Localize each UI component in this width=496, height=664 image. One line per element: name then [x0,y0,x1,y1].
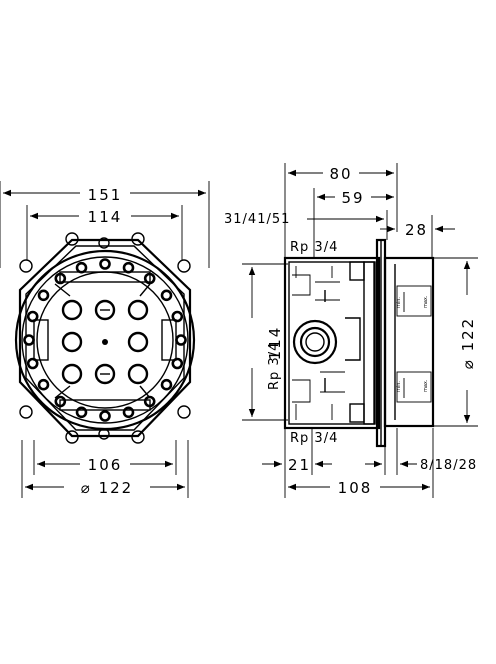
thread-top-label: Rp 3/4 [290,240,338,255]
bolt-hole [171,357,184,370]
dimension-dia-122-vertical: ⌀ 122 [433,257,478,427]
bolt-hole [26,357,39,370]
dimension-8-18-28: 8/18/28 [365,428,477,475]
dimension-151: 151 [0,181,210,268]
dim-21-label: 21 [288,456,311,474]
dim-28-label: 28 [405,221,428,239]
dimension-21: 21 [262,428,332,498]
bolt-hole [160,378,173,391]
bolt-hole [75,261,88,274]
dim-59-label: 59 [341,189,364,207]
side-brackets [33,271,177,411]
bolt-hole [171,310,184,323]
bolt-hole [122,406,135,419]
dim-dia-122-label: ⌀ 122 [81,479,133,497]
dim-dia-122-vertical-label: ⌀ 122 [459,317,477,369]
dimension-108: 108 [288,428,434,498]
bolt-hole [122,261,135,274]
dimension-106: 106 [33,440,177,475]
dim-31-41-51-label: 31/41/51 [224,212,290,227]
side-view: 80 59 31/41/51 28 [224,163,478,498]
bolt-hole [26,310,39,323]
min-bottom-label: min. [396,381,402,392]
dimension-80: 80 [284,163,398,258]
dimension-59: 59 [313,187,394,258]
dim-108-label: 108 [338,479,373,497]
front-view: 151 114 [0,181,210,498]
bolt-hole [99,258,111,270]
bolt-hole [75,406,88,419]
octagon-housing [18,232,192,444]
max-top-label: max. [423,295,429,308]
dim-80-label: 80 [329,165,352,183]
min-top-label: min. [396,297,402,308]
thread-mid-label: Rp 3/4 [267,342,282,390]
bolt-hole [99,410,111,422]
port-holes [61,299,149,385]
dim-106-label: 106 [88,456,123,474]
bolt-hole [23,334,35,346]
valve-body: min. max. min. max. [283,238,435,448]
dim-151-label: 151 [88,186,123,204]
bolt-hole [175,334,187,346]
dim-8-18-28-label: 8/18/28 [420,458,477,473]
dimension-28: 28 [380,215,455,258]
bolt-hole [160,289,173,302]
max-bottom-label: max. [423,379,429,392]
dim-114-label: 114 [88,208,123,226]
dimension-114-vertical: 114 [242,263,288,421]
bolt-hole [37,378,50,391]
dimension-31-41-51: 31/41/51 [224,210,388,240]
thread-bottom-label: Rp 3/4 [290,431,338,446]
bolt-hole [37,289,50,302]
dimension-dia-122: ⌀ 122 [21,440,189,498]
dim-114-vertical-label: 114 [266,326,284,361]
dimension-114: 114 [26,205,183,260]
